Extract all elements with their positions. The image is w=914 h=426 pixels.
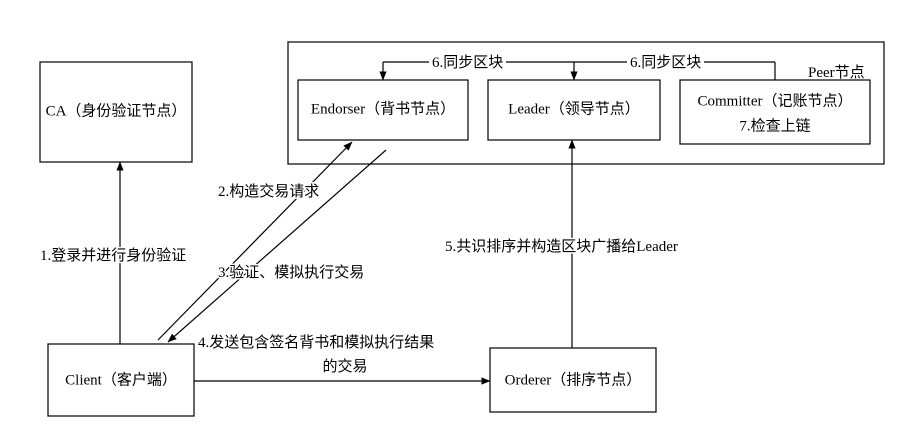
endorse-label: 3.验证、模拟执行交易 — [218, 263, 364, 281]
consensus-label: 5.共识排序并构造区块广播给Leader — [445, 238, 678, 255]
endorser-label: Endorser（背书节点） — [311, 100, 455, 117]
leader-node: Leader（领导节点） — [487, 79, 661, 141]
committer-step-label: 7.检查上链 — [739, 117, 810, 134]
submit-label-line2: 的交易 — [322, 357, 367, 375]
ca-node: CA（身份验证节点） — [39, 61, 193, 163]
construct-request-arrow — [157, 141, 353, 341]
sync-label-right: 6.同步区块 — [630, 54, 701, 71]
committer-box — [679, 79, 871, 145]
endorse-arrow — [167, 149, 387, 343]
construct-request-edge: 2.构造交易请求 — [157, 141, 353, 341]
endorser-box — [297, 79, 469, 141]
endorser-node: Endorser（背书节点） — [297, 79, 469, 141]
submit-label-line1: 4.发送包含签名背书和模拟执行结果 — [198, 334, 434, 351]
peer-group-label: Peer节点 — [808, 64, 865, 81]
committer-label: Committer（记账节点） — [698, 92, 853, 109]
submit-edge: 4.发送包含签名背书和模拟执行结果 的交易 — [194, 333, 491, 385]
construct-request-label: 2.构造交易请求 — [218, 182, 319, 200]
login-label: 1.登录并进行身份验证 — [40, 247, 186, 264]
consensus-edge: 5.共识排序并构造区块广播给Leader — [444, 139, 679, 348]
sync-block-connector: 6.同步区块 6.同步区块 — [379, 53, 776, 81]
leader-label: Leader（领导节点） — [508, 100, 640, 117]
endorse-edge: 3.验证、模拟执行交易 — [167, 149, 387, 343]
orderer-node: Orderer（排序节点） — [489, 347, 657, 413]
peer-group: Peer节点 — [287, 41, 885, 165]
committer-node: Committer（记账节点） 7.检查上链 — [679, 79, 871, 145]
peer-group-box — [287, 41, 885, 165]
ca-box — [39, 61, 193, 163]
client-label: Client（客户端） — [65, 371, 177, 388]
orderer-box — [489, 347, 657, 413]
sync-label-left: 6.同步区块 — [432, 54, 503, 71]
login-edge: 1.登录并进行身份验证 — [39, 161, 188, 344]
orderer-label: Orderer（排序节点） — [505, 371, 642, 388]
ca-label: CA（身份验证节点） — [46, 102, 187, 119]
client-node: Client（客户端） — [47, 343, 195, 417]
client-box — [47, 343, 195, 417]
